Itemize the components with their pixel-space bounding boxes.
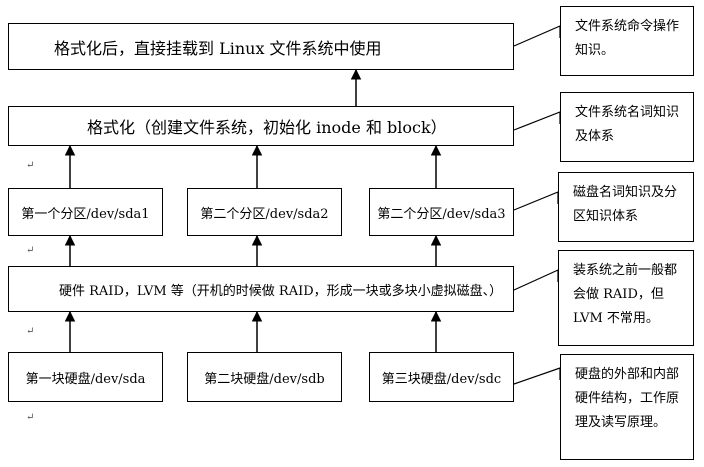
partition-label-1: 第一个分区/dev/sda1 bbox=[21, 206, 150, 222]
raid-lvm-label: 硬件 RAID，LVM 等（开机的时候做 RAID，形成一块或多块小虚拟磁盘、） bbox=[59, 283, 503, 299]
partition-label-3: 第二个分区/dev/sda3 bbox=[377, 206, 506, 222]
callout-pointer-4 bbox=[513, 269, 559, 291]
disk-box-1: 第一块硬盘/dev/sda bbox=[8, 352, 163, 402]
note-text: 装系统之前一般都会做 RAID，但 LVM 不常用。 bbox=[573, 263, 678, 326]
disk-label-3: 第三块硬盘/dev/sdc bbox=[381, 371, 502, 387]
paragraph-mark: ↵ bbox=[26, 412, 35, 423]
format-box: 格式化（创建文件系统，初始化 inode 和 block） bbox=[8, 106, 514, 146]
note-filesystem-commands: 文件系统命令操作知识。 bbox=[560, 6, 694, 76]
note-disk-partition: 磁盘名词知识及分区知识体系 bbox=[558, 172, 694, 242]
note-text: 硬盘的外部和内部硬件结构，工作原理及读写原理。 bbox=[575, 367, 680, 430]
note-text: 文件系统命令操作知识。 bbox=[575, 19, 680, 58]
paragraph-mark: ↵ bbox=[26, 326, 35, 337]
callout-pointer-2 bbox=[513, 111, 561, 131]
disk-box-3: 第三块硬盘/dev/sdc bbox=[369, 352, 514, 402]
paragraph-mark: ↵ bbox=[26, 160, 35, 171]
callout-pointer-1 bbox=[513, 25, 561, 47]
disk-box-2: 第二块硬盘/dev/sdb bbox=[187, 352, 342, 402]
note-filesystem-terms: 文件系统名词知识及体系 bbox=[560, 92, 694, 162]
callout-pointer-3 bbox=[513, 191, 559, 211]
partition-box-2: 第二个分区/dev/sda2 bbox=[187, 188, 342, 236]
paragraph-mark: ↵ bbox=[26, 245, 35, 256]
format-label: 格式化（创建文件系统，初始化 inode 和 block） bbox=[87, 118, 447, 137]
note-disk-hardware: 硬盘的外部和内部硬件结构，工作原理及读写原理。 bbox=[560, 354, 694, 460]
note-raid-lvm: 装系统之前一般都会做 RAID，但 LVM 不常用。 bbox=[558, 250, 694, 346]
note-text: 文件系统名词知识及体系 bbox=[575, 105, 680, 144]
partition-label-2: 第二个分区/dev/sda2 bbox=[200, 206, 329, 222]
disk-label-2: 第二块硬盘/dev/sdb bbox=[204, 371, 325, 387]
partition-box-1: 第一个分区/dev/sda1 bbox=[8, 188, 163, 236]
mounted-usage-box: 格式化后，直接挂载到 Linux 文件系统中使用 bbox=[8, 23, 514, 70]
mounted-usage-label: 格式化后，直接挂载到 Linux 文件系统中使用 bbox=[54, 38, 382, 58]
raid-lvm-box: 硬件 RAID，LVM 等（开机的时候做 RAID，形成一块或多块小虚拟磁盘、） bbox=[8, 266, 514, 312]
partition-box-3: 第二个分区/dev/sda3 bbox=[369, 188, 514, 236]
note-text: 磁盘名词知识及分区知识体系 bbox=[573, 185, 678, 224]
disk-label-1: 第一块硬盘/dev/sda bbox=[25, 371, 146, 387]
callout-pointer-5 bbox=[513, 367, 561, 385]
